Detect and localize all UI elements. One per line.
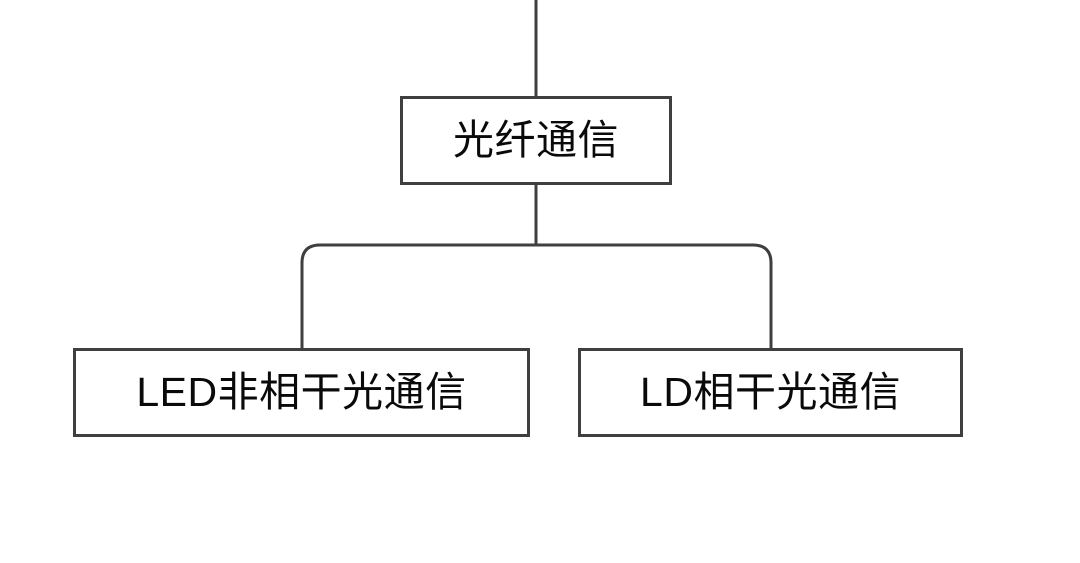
node-led-incoherent-optical-communication[interactable]: LED非相干光通信: [73, 348, 530, 437]
node-label-root: 光纤通信: [453, 117, 619, 163]
node-label-ld: LD相干光通信: [640, 369, 901, 415]
node-label-led: LED非相干光通信: [136, 369, 467, 415]
node-optical-fiber-communication[interactable]: 光纤通信: [400, 96, 672, 185]
node-ld-coherent-optical-communication[interactable]: LD相干光通信: [578, 348, 963, 437]
edge-branch-bus: [300, 243, 773, 348]
